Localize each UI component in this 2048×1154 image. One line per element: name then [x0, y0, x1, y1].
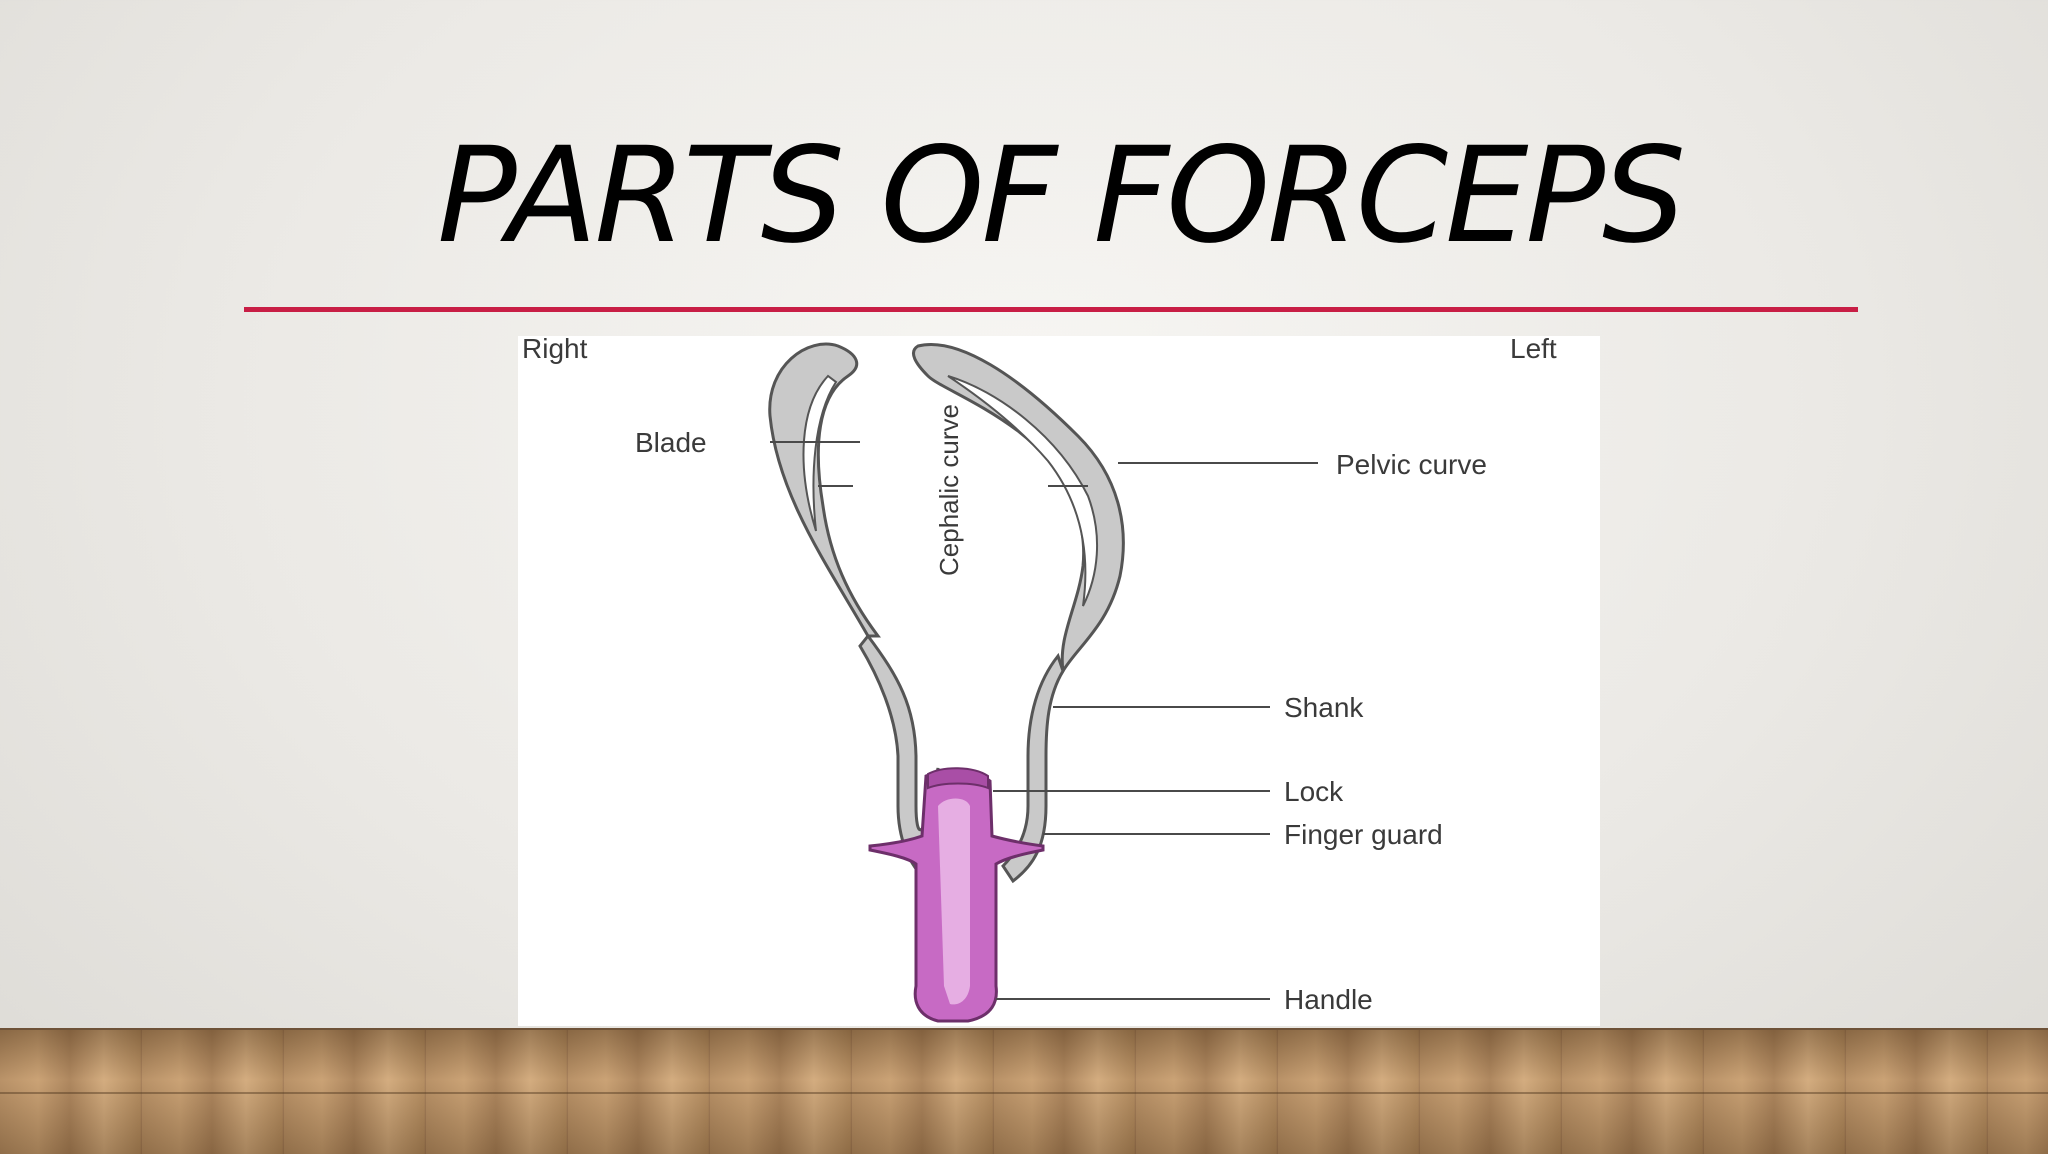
slide-title: PARTS OF FORCEPS: [437, 119, 1686, 273]
label-lock: Lock: [1284, 776, 1344, 807]
lock: [927, 767, 989, 790]
label-cephalic-curve: Cephalic curve: [934, 404, 964, 576]
label-shank: Shank: [1284, 692, 1364, 723]
label-pelvic-curve: Pelvic curve: [1336, 449, 1487, 480]
wood-floor: [0, 1028, 2048, 1154]
left-blade-fenestra: [947, 375, 1098, 607]
label-handle: Handle: [1284, 984, 1373, 1015]
floor-shading: [0, 1030, 2048, 1154]
title-divider: [244, 307, 1858, 312]
label-left: Left: [1510, 336, 1557, 364]
label-finger-guard: Finger guard: [1284, 819, 1443, 850]
forceps-diagram: Right Left Blade Pelvic curve Shank Lock…: [518, 336, 1600, 1026]
right-blade-fenestra: [802, 374, 838, 532]
right-shank: [858, 633, 940, 884]
right-blade: [768, 342, 881, 638]
floor-seam: [0, 1092, 2048, 1094]
left-shank: [1001, 652, 1065, 884]
handle-highlight: [938, 798, 970, 1005]
label-blade: Blade: [635, 427, 707, 458]
label-right: Right: [522, 336, 588, 364]
